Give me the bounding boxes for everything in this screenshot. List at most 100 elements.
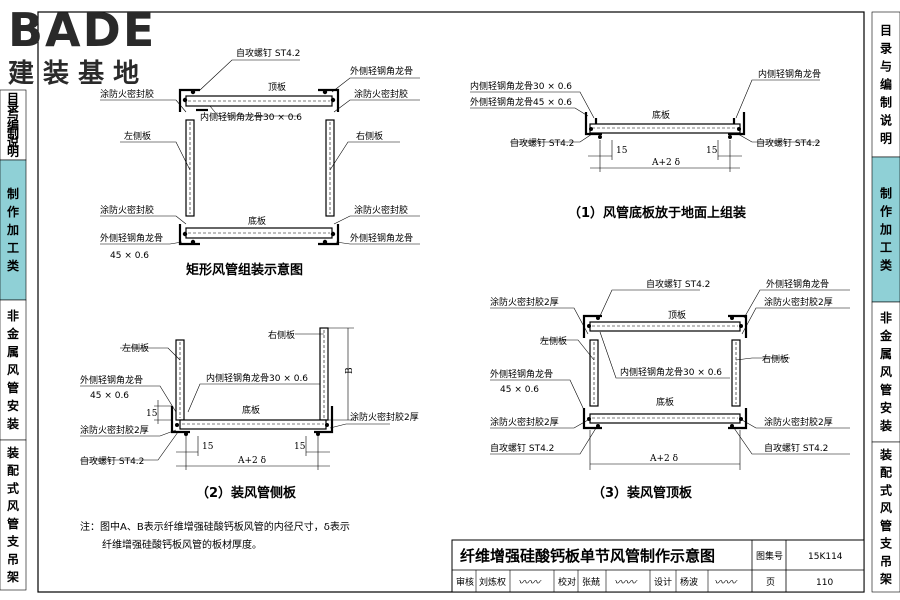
title-block-page-label: 页	[766, 577, 775, 588]
side-tab-char: 装	[879, 418, 892, 433]
f3-angle-tr	[728, 314, 748, 338]
side-tab-char: 非	[880, 310, 892, 325]
f1-bottom-plate	[589, 123, 741, 134]
f1-angle-r	[728, 112, 746, 136]
sheet-frame	[37, 11, 865, 593]
side-tab-char: 金	[6, 326, 20, 341]
title-block-review-label: 审核	[456, 576, 474, 588]
right-side-tabs: 目录与编制说明 制作加工类 非金属风管安装 装配式风管支吊架	[871, 11, 900, 593]
side-tab-char: 制	[7, 186, 19, 201]
side-tab-char: 工	[880, 241, 892, 255]
f3-label-screw-bl: 自攻螺钉 ST4.2	[490, 442, 554, 454]
f2-angle-l	[170, 406, 190, 434]
main-label-sealant-tl: 涂防火密封胶	[100, 88, 154, 100]
side-tab-char: 装	[6, 416, 19, 431]
f2-dim-15-r: 15	[294, 442, 306, 452]
side-tab-char: 属	[7, 345, 19, 359]
f2-label-sealant-l: 涂防火密封胶2厚	[80, 424, 149, 436]
f1-label-screw-r: 自攻螺钉 ST4.2	[756, 137, 820, 149]
side-tab-char: 目	[880, 24, 892, 38]
side-tab-char: 架	[879, 571, 892, 586]
f2-dim-15-l: 15	[202, 442, 214, 452]
side-tab-char: 安	[7, 398, 19, 413]
f3-label-sealant-br: 涂防火密封胶2厚	[764, 416, 833, 428]
f3-label-outer-angle-l-size: 45 × 0.6	[500, 385, 539, 395]
f2-caption: （2）装风管侧板	[196, 485, 297, 501]
f2-angle-r	[314, 406, 334, 434]
side-tab-char: 作	[880, 204, 892, 219]
left-tab-fabrication[interactable]	[0, 159, 27, 301]
side-tab-char: 吊	[880, 554, 892, 568]
side-tab-char: 风	[880, 501, 892, 515]
side-tab-char: 支	[879, 536, 893, 551]
left-tab-catalog-label: 目录与编制说明	[6, 91, 19, 158]
f2-label-right-plate: 右侧板	[268, 329, 295, 341]
right-tab-support[interactable]	[871, 441, 900, 593]
title-block-design-signature: 〰〰	[714, 576, 738, 589]
f1-label-inner-angle: 内侧轻钢角龙骨30 × 0.6	[470, 80, 572, 92]
f1-dim-15-r: 15	[706, 146, 718, 156]
right-tab-support-label: 装配式风管支吊架	[879, 447, 893, 586]
right-tab-fabrication[interactable]	[871, 156, 900, 303]
side-tab-char: 装	[879, 447, 892, 462]
right-tab-catalog-label: 目录与编制说明	[879, 24, 892, 146]
f2-label-left-plate: 左侧板	[122, 342, 149, 354]
side-tab-char: 明	[880, 132, 892, 146]
f2-label-outer-angle-size: 45 × 0.6	[90, 391, 129, 401]
f3-dim-width: A+2 δ	[649, 454, 678, 464]
side-tab-char: 与	[880, 60, 892, 74]
right-tab-catalog[interactable]	[871, 11, 900, 158]
f2-bottom-plate	[179, 419, 327, 430]
f1-angle-l	[584, 112, 602, 136]
left-tab-nonmetal-label: 非金属风管安装	[6, 308, 20, 431]
title-block-check-name: 张兢	[582, 577, 600, 588]
side-tab-char: 管	[880, 382, 892, 397]
logo-brand: BADE	[8, 3, 156, 57]
side-tab-char: 制	[880, 95, 892, 110]
title-block-review-name: 刘炼权	[479, 576, 506, 588]
f3-top-plate	[589, 321, 741, 332]
left-tab-fabrication-label: 制作加工类	[6, 186, 20, 273]
side-tab-char: 风	[7, 363, 19, 377]
title-block-check-label: 校对	[558, 576, 576, 588]
f1-label-outer-angle: 外侧轻钢角龙骨45 × 0.6	[470, 96, 572, 108]
logo-subtitle: 建 装 基 地	[8, 59, 139, 89]
side-tab-char: 式	[7, 480, 19, 495]
logo: BADE 建 装 基 地	[8, 3, 156, 89]
f3-caption: （3）装风管顶板	[592, 485, 693, 501]
side-tab-char: 配	[7, 463, 19, 478]
side-tab-char: 风	[880, 365, 892, 379]
f3-angle-tl	[582, 314, 602, 338]
f2-dim-b: B	[345, 367, 355, 374]
title-block-check-signature: 〰〰	[614, 576, 638, 589]
side-tab-char: 非	[7, 308, 19, 323]
side-tab-char: 加	[879, 222, 892, 237]
right-tab-nonmetal[interactable]	[871, 301, 900, 443]
title-block-atlas-label: 图集号	[756, 550, 783, 562]
left-side-tabs: 目录与编制说明 制作加工类 非金属风管安装 装配式风管支吊架	[0, 89, 27, 591]
note-line-1: 注：图中A、B表示纤维增强硅酸钙板风管的内径尺寸，δ表示	[80, 520, 350, 533]
title-block-design-name: 杨波	[680, 576, 698, 588]
f2-label-sealant-r: 涂防火密封胶2厚	[350, 411, 419, 423]
side-tab-char: 管	[880, 518, 892, 533]
left-tab-nonmetal[interactable]	[0, 299, 27, 441]
figure-2: 右侧板 左侧板 外侧轻钢角龙骨 45 × 0.6 内侧轻钢角龙骨30 × 0.6…	[80, 327, 419, 501]
right-tab-fabrication-label: 制作加工类	[879, 186, 893, 273]
f3-label-sealant-tr: 涂防火密封胶2厚	[764, 296, 833, 308]
main-label-sealant-tr: 涂防火密封胶	[354, 88, 408, 100]
f2-label-outer-angle: 外侧轻钢角龙骨	[80, 374, 143, 386]
f1-dim-width: A+2 δ	[651, 158, 680, 168]
f1-label-bottom-plate: 底板	[652, 109, 670, 121]
f3-label-sealant-tl: 涂防火密封胶2厚	[490, 296, 559, 308]
left-tab-support[interactable]	[0, 439, 27, 591]
f3-label-screw-br: 自攻螺钉 ST4.2	[764, 442, 828, 454]
f3-label-top-plate: 顶板	[668, 309, 686, 321]
side-tab-char: 安	[880, 400, 892, 415]
title-block-design-label: 设计	[654, 576, 672, 588]
f2-dim-15-v: 15	[146, 409, 158, 419]
main-label-outer-angle-br: 外侧轻钢角龙骨	[350, 232, 413, 244]
left-tab-catalog[interactable]	[0, 89, 27, 161]
f1-dim-15-l: 15	[616, 146, 628, 156]
main-label-outer-angle-tr: 外侧轻钢角龙骨	[350, 65, 413, 77]
